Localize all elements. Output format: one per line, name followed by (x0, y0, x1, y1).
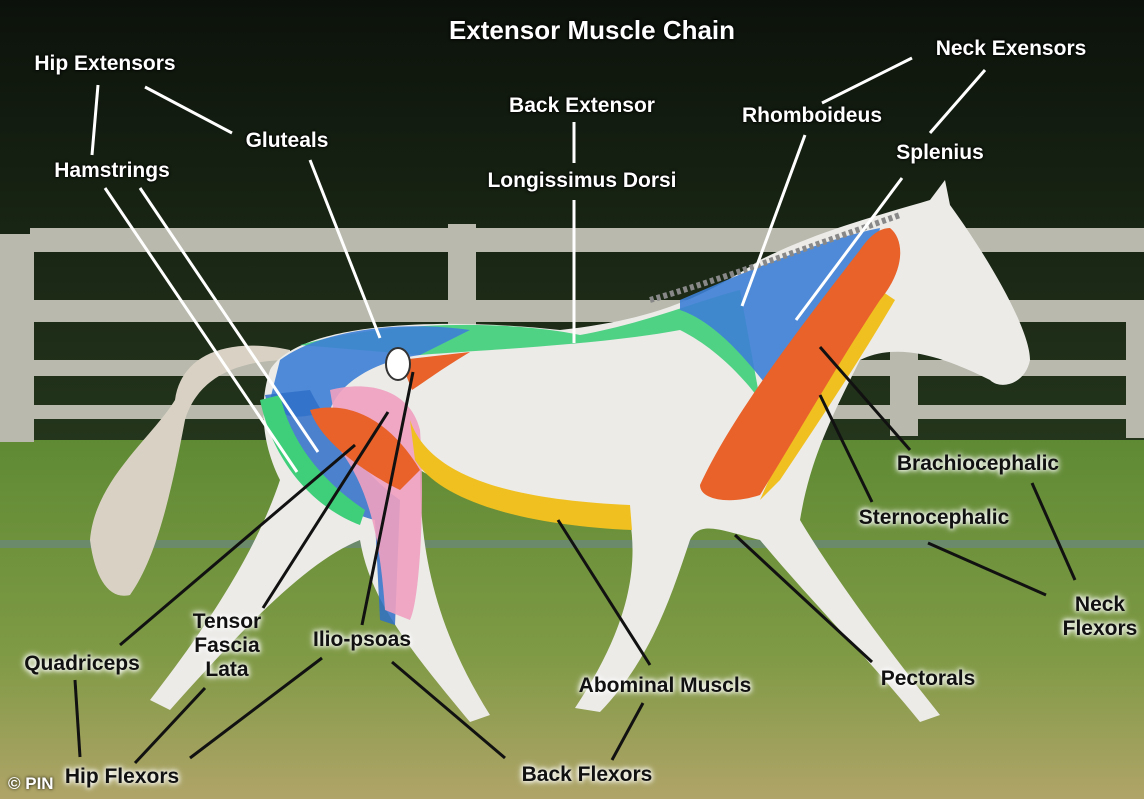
label-neck-extensors: Neck Exensors (935, 37, 1087, 60)
label-neck-flexors-line1: Neck (1074, 593, 1126, 616)
label-sternocephalic: Sternocephalic (858, 506, 1010, 529)
hip-point (385, 347, 411, 381)
label-brachiocephalic: Brachiocephalic (896, 452, 1060, 475)
label-abdominal-muscles: Abominal Muscls (578, 674, 752, 697)
label-back-extensor: Back Extensor (509, 94, 655, 117)
label-longissimus-dorsi: Longissimus Dorsi (487, 169, 677, 192)
back-extensor-green (300, 290, 760, 400)
leader-lines-black (73, 346, 1077, 765)
iliopsoas-orange (400, 352, 470, 390)
leader-lines-white (90, 56, 987, 473)
abdominal-yellow (410, 420, 632, 530)
neck-extensor-blue (680, 228, 880, 390)
label-tensor-line3: Lata (205, 658, 249, 681)
gluteal-blue (270, 326, 470, 417)
label-back-flexors: Back Flexors (521, 763, 653, 786)
sternocephalic-yellow (760, 290, 895, 500)
brachiocephalic-orange (700, 228, 901, 501)
label-hip-extensors: Hip Extensors (34, 52, 176, 75)
label-hamstrings: Hamstrings (54, 159, 170, 182)
diagram-title: Extensor Muscle Chain (448, 15, 736, 45)
label-gluteals: Gluteals (245, 129, 329, 152)
label-hip-flexors: Hip Flexors (64, 765, 180, 788)
label-pectorals: Pectorals (880, 667, 976, 690)
hamstring-green (260, 395, 365, 525)
label-rhomboideus: Rhomboideus (742, 104, 882, 127)
tail (90, 345, 290, 596)
label-quadriceps: Quadriceps (24, 652, 140, 675)
label-tensor-line2: Fascia (194, 634, 260, 657)
label-ilio-psoas: Ilio-psoas (312, 628, 412, 651)
label-tensor-line1: Tensor (192, 610, 262, 633)
label-neck-flexors-line2: Flexors (1062, 617, 1138, 640)
copyright-watermark: © PIN (8, 774, 54, 793)
label-splenius: Splenius (896, 141, 984, 164)
